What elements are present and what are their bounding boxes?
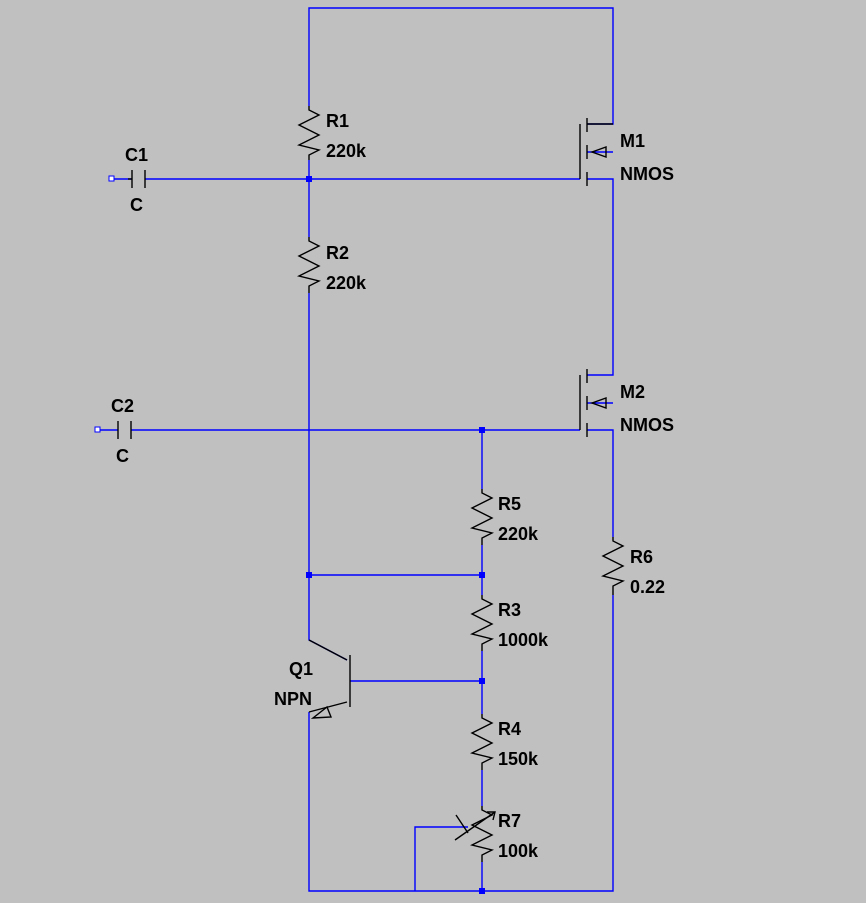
- junction-node: [306, 572, 312, 578]
- label-r2-value: 220k: [326, 273, 367, 293]
- potentiometer-arrow-icon: [454, 811, 496, 841]
- wire-top-rail: [308, 7, 614, 125]
- wire-r2-q1-collector: [308, 293, 348, 661]
- label-r6-name: R6: [630, 547, 653, 567]
- label-m2-value: NMOS: [620, 415, 674, 435]
- label-r5-name: R5: [498, 494, 521, 514]
- capacitor-c2: [117, 421, 132, 439]
- wire-r7-wiper: [414, 826, 468, 891]
- label-c2-value: C: [116, 446, 129, 466]
- junctions: [306, 176, 485, 894]
- label-q1-name: Q1: [289, 659, 313, 679]
- label-m2-name: M2: [620, 382, 645, 402]
- input-port-c2: [94, 426, 101, 433]
- label-r1-name: R1: [326, 111, 349, 131]
- resistor-r2: [296, 237, 322, 293]
- junction-node: [479, 888, 485, 894]
- junction-node: [306, 176, 312, 182]
- capacitor-c1: [128, 170, 146, 188]
- resistor-r4: [469, 714, 495, 770]
- potentiometer-r7: [454, 806, 496, 862]
- label-q1-value: NPN: [274, 689, 312, 709]
- junction-node: [479, 678, 485, 684]
- label-r4-name: R4: [498, 719, 521, 739]
- label-r5-value: 220k: [498, 524, 539, 544]
- resistor-r1: [296, 106, 322, 160]
- label-c1-value: C: [130, 195, 143, 215]
- wire-m2-source-r6: [587, 429, 614, 537]
- label-r7-name: R7: [498, 811, 521, 831]
- label-r7-value: 100k: [498, 841, 539, 861]
- label-r3-value: 1000k: [498, 630, 549, 650]
- label-c2-name: C2: [111, 396, 134, 416]
- resistor-r5: [469, 489, 495, 545]
- wire-r6-bottom-rail: [308, 595, 614, 892]
- junction-node: [479, 427, 485, 433]
- label-r1-value: 220k: [326, 141, 367, 161]
- label-m1-name: M1: [620, 131, 645, 151]
- resistor-r3: [469, 595, 495, 651]
- input-port-c1: [108, 175, 115, 182]
- npn-transistor-q1: [308, 639, 351, 719]
- wire-m1-source-m2-drain: [587, 178, 614, 376]
- label-c1-name: C1: [125, 145, 148, 165]
- label-r2-name: R2: [326, 243, 349, 263]
- label-r4-value: 150k: [498, 749, 539, 769]
- label-r3-name: R3: [498, 600, 521, 620]
- nmos-transistor-m1: [579, 118, 613, 186]
- nmos-transistor-m2: [579, 369, 607, 437]
- label-m1-value: NMOS: [620, 164, 674, 184]
- label-r6-value: 0.22: [630, 577, 665, 597]
- junction-node: [479, 572, 485, 578]
- resistor-r6: [600, 537, 626, 595]
